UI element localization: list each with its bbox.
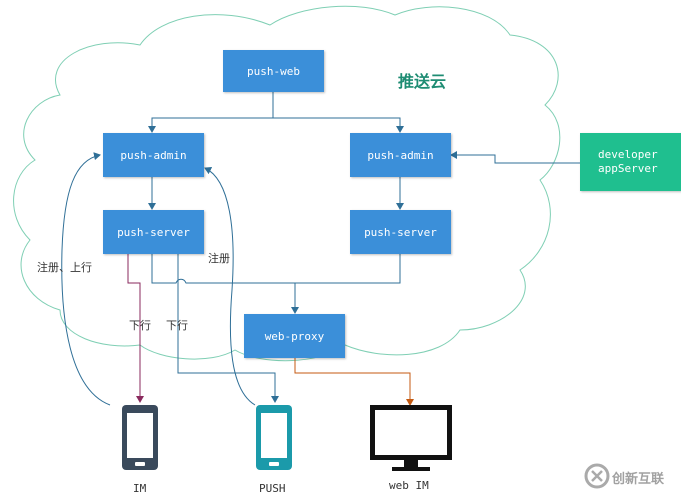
edge-server-left-down-to-im [127,254,144,403]
edge-label-down-push: 下行 [166,319,188,332]
edge-developer-to-admin [450,151,580,164]
developer-appserver-box: developer appServer [580,133,681,191]
push-server-right-box: push-server [350,210,451,254]
brand-logo-icon [584,463,610,489]
edge-server-right-to-proxy [295,254,401,284]
push-web-box: push-web [223,50,324,92]
edge-im-register [61,152,111,406]
web-proxy-box: web-proxy [244,314,345,358]
edge-proxy-to-web-im [294,358,414,406]
push-admin-right-box: push-admin [350,133,451,177]
edge-web-to-admin-right [273,117,404,133]
developer-label: developer [598,148,658,161]
appserver-label: appServer [598,162,658,175]
device-label-web-im: web IM [389,479,429,492]
edge-server-left-to-proxy [151,254,299,314]
edge-push-register [204,167,256,406]
edge-label-register-upstream: 注册、上行 [37,261,92,274]
watermark: 创新互联 [612,468,664,487]
phone-im-icon [122,405,158,470]
phone-push-icon [256,405,292,470]
connectors [61,92,580,406]
cloud-outline [13,5,561,362]
cloud-title: 推送云 [398,72,447,91]
device-label-im: IM [133,482,147,495]
edge-server-left-down-to-push [177,254,279,403]
edge-label-down-im: 下行 [129,319,151,332]
push-server-left-box: push-server [103,210,204,254]
device-label-push: PUSH [259,482,286,495]
edge-web-to-admin-left [148,92,274,133]
monitor-web-im-icon [370,405,452,471]
push-admin-left-box: push-admin [103,133,204,177]
watermark-text: 创新互联 [612,472,665,487]
edge-label-register: 注册 [208,252,230,265]
